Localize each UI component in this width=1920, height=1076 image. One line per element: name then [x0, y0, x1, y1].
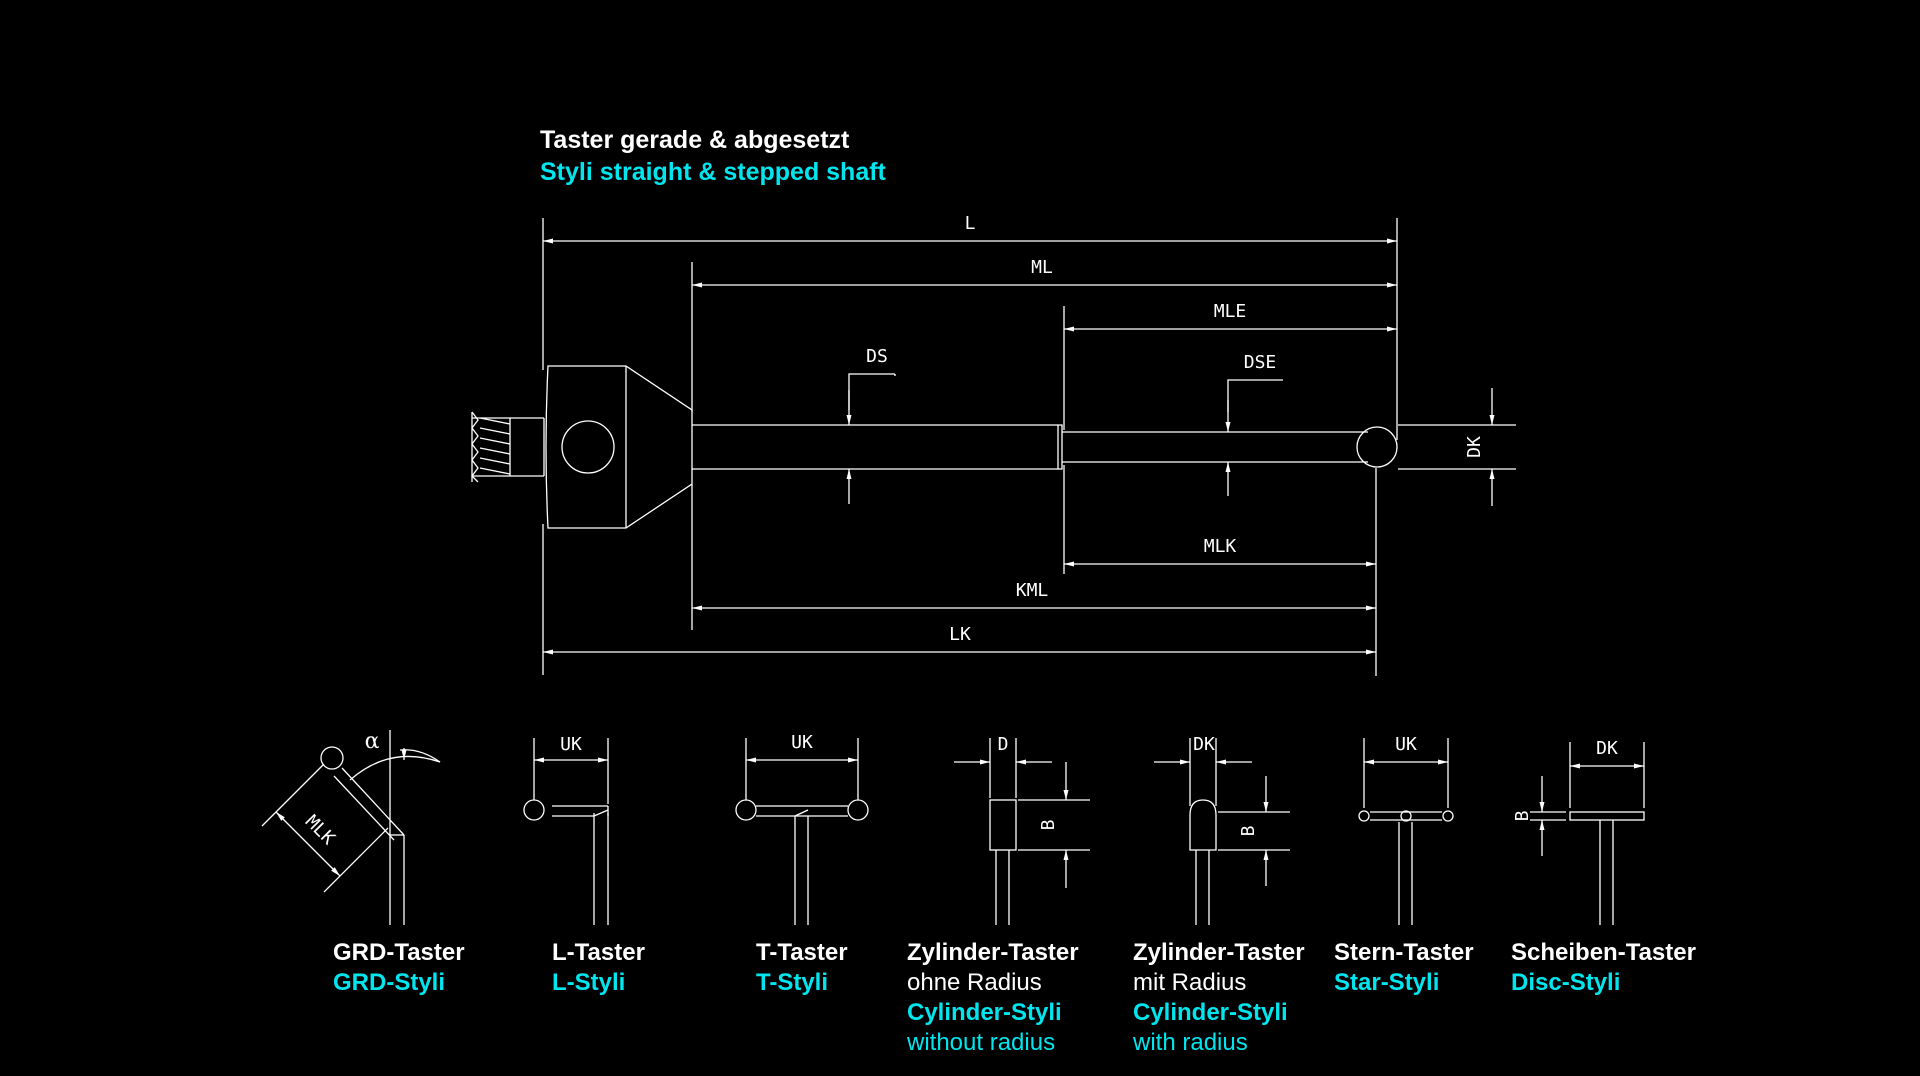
label-disc-dk: DK [1596, 738, 1618, 759]
caption-grd: GRD-Taster GRD-Styli [333, 938, 465, 998]
stylus-ball [1356, 426, 1398, 468]
label-l-uk: UK [560, 734, 582, 755]
label-star-uk: UK [1395, 734, 1417, 755]
caption-grd-de: GRD-Taster [333, 939, 465, 966]
caption-t-de: T-Taster [756, 939, 848, 966]
label-dk: DK [1464, 436, 1485, 458]
caption-cyl-no-radius-en: Cylinder-Styli [907, 999, 1062, 1026]
caption-cyl-no-radius-en2: without radius [907, 1029, 1056, 1056]
caption-t: T-Taster T-Styli [756, 938, 848, 998]
thread [471, 411, 545, 483]
caption-disc-en: Disc-Styli [1511, 969, 1621, 996]
caption-l: L-Taster L-Styli [552, 938, 645, 998]
label-cyl-b: B [1038, 820, 1059, 831]
caption-t-en: T-Styli [756, 969, 829, 996]
label-lk: LK [949, 624, 971, 645]
stylus-main-drawing [471, 218, 1516, 676]
caption-cyl-radius-en2: with radius [1133, 1029, 1248, 1056]
title-english: Styli straight & stepped shaft [540, 158, 886, 186]
shaft-ds [692, 424, 1063, 470]
title-german: Taster gerade & abgesetzt [540, 126, 850, 154]
caption-cyl-radius: Zylinder-Taster mit Radius Cylinder-Styl… [1133, 938, 1305, 1058]
caption-star: Stern-Taster Star-Styli [1334, 938, 1474, 998]
label-dse: DSE [1244, 352, 1277, 373]
label-t-uk: UK [791, 732, 813, 753]
wrench-hole [561, 420, 615, 474]
caption-cyl-radius-en: Cylinder-Styli [1133, 999, 1288, 1026]
caption-cyl-no-radius: Zylinder-Taster ohne Radius Cylinder-Sty… [907, 938, 1079, 1058]
label-mlk: MLK [1204, 536, 1237, 557]
caption-disc-de: Scheiben-Taster [1511, 939, 1696, 966]
label-alpha: α [365, 729, 380, 754]
t-stylus-drawing [735, 738, 869, 925]
caption-cyl-no-radius-de: Zylinder-Taster [907, 939, 1079, 966]
stylus-body [545, 365, 693, 529]
label-cyl-d: D [998, 734, 1009, 755]
label-ml: ML [1031, 257, 1053, 278]
disc-stylus-drawing [1530, 742, 1645, 925]
caption-cyl-no-radius-de2: ohne Radius [907, 969, 1042, 996]
label-cylr-b: B [1238, 826, 1259, 837]
label-l: L [965, 213, 976, 234]
caption-cyl-radius-de2: mit Radius [1133, 969, 1247, 996]
label-ds: DS [866, 346, 888, 367]
label-cylr-dk: DK [1193, 734, 1215, 755]
caption-disc: Scheiben-Taster Disc-Styli [1511, 938, 1696, 998]
label-kml: KML [1016, 580, 1049, 601]
star-stylus-drawing [1358, 738, 1454, 925]
cylinder-with-radius-drawing [1154, 738, 1290, 925]
caption-l-de: L-Taster [552, 939, 645, 966]
caption-grd-en: GRD-Styli [333, 969, 446, 996]
caption-l-en: L-Styli [552, 969, 626, 996]
label-mle: MLE [1214, 301, 1247, 322]
cylinder-no-radius-drawing [954, 738, 1090, 925]
caption-cyl-radius-de: Zylinder-Taster [1133, 939, 1305, 966]
label-disc-b: B [1512, 811, 1533, 822]
grd-stylus-drawing [261, 730, 441, 925]
l-stylus-drawing [523, 738, 609, 925]
shaft-dse [1062, 431, 1368, 463]
caption-star-de: Stern-Taster [1334, 939, 1474, 966]
caption-star-en: Star-Styli [1334, 969, 1440, 996]
